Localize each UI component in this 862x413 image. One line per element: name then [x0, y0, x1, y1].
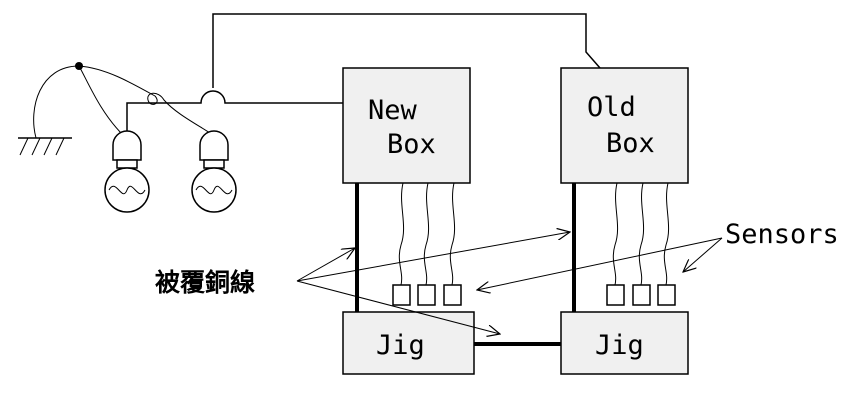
lead-wires: [33, 62, 214, 139]
sensors-arrows: [477, 237, 723, 290]
lamp-icon: [104, 130, 150, 213]
jig-right-label: Jig: [595, 330, 644, 361]
old-box-label-line1: Old: [587, 92, 636, 123]
sensor: [606, 284, 625, 306]
new-box-label-line1: New: [368, 95, 418, 126]
sensor-wires-right: [612, 182, 670, 286]
copper-wire-arrows: [296, 232, 570, 334]
jig-right: Jig: [560, 311, 689, 375]
top-loop-wire: [212, 13, 601, 88]
old-box: Old Box: [560, 67, 689, 184]
sensor: [392, 284, 411, 306]
supply-wire: [126, 90, 343, 135]
sensor-wires-left: [398, 182, 456, 286]
new-box: New Box: [342, 67, 471, 184]
sensors-label: Sensors: [725, 219, 839, 250]
sensor: [443, 284, 462, 306]
lamp-icon: [191, 130, 237, 213]
copper-wire-label: 被覆銅線: [155, 268, 255, 297]
sensor: [657, 284, 676, 306]
jig-left-label: Jig: [376, 330, 425, 361]
sensor: [417, 284, 436, 306]
ground-icon: [18, 137, 72, 156]
jig-left: Jig: [342, 311, 475, 375]
new-box-label-line2: Box: [387, 129, 436, 160]
sensor: [632, 284, 651, 306]
old-box-label-line2: Box: [606, 128, 655, 159]
